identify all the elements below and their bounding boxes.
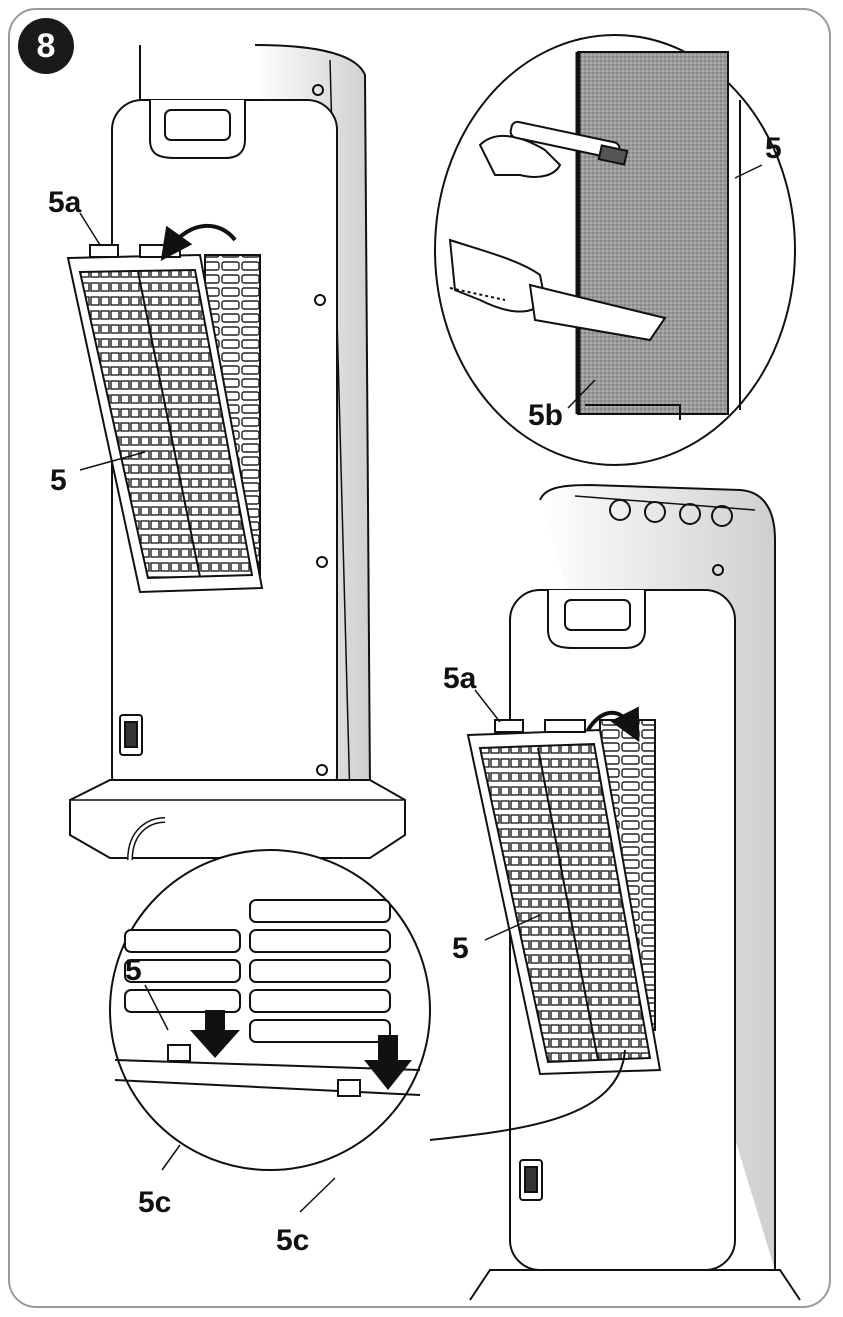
filter-top-left xyxy=(66,224,264,594)
label-5a-top: 5a xyxy=(48,186,82,219)
brush-hand xyxy=(478,120,629,178)
down-arrows xyxy=(190,1010,412,1090)
label-5a-bottom: 5a xyxy=(443,662,477,695)
label-5c-left: 5c xyxy=(138,1186,171,1219)
label-5c-right: 5c xyxy=(276,1224,309,1257)
leader-lines xyxy=(79,164,763,1213)
label-5-inset-bottom: 5 xyxy=(125,954,142,987)
filter-mesh xyxy=(577,51,729,415)
label-5-bottom: 5 xyxy=(452,932,469,965)
step-number-badge: 8 xyxy=(18,18,74,74)
filter-bottom-right xyxy=(466,706,662,1076)
label-5b: 5b xyxy=(528,399,563,432)
inset-connector xyxy=(429,1049,626,1141)
label-5-inset-top: 5 xyxy=(765,132,782,165)
vacuum-nozzle-hand xyxy=(448,238,667,342)
inset-slots xyxy=(109,849,431,1171)
inset-cleaning xyxy=(434,34,796,466)
label-5-top: 5 xyxy=(50,464,67,497)
